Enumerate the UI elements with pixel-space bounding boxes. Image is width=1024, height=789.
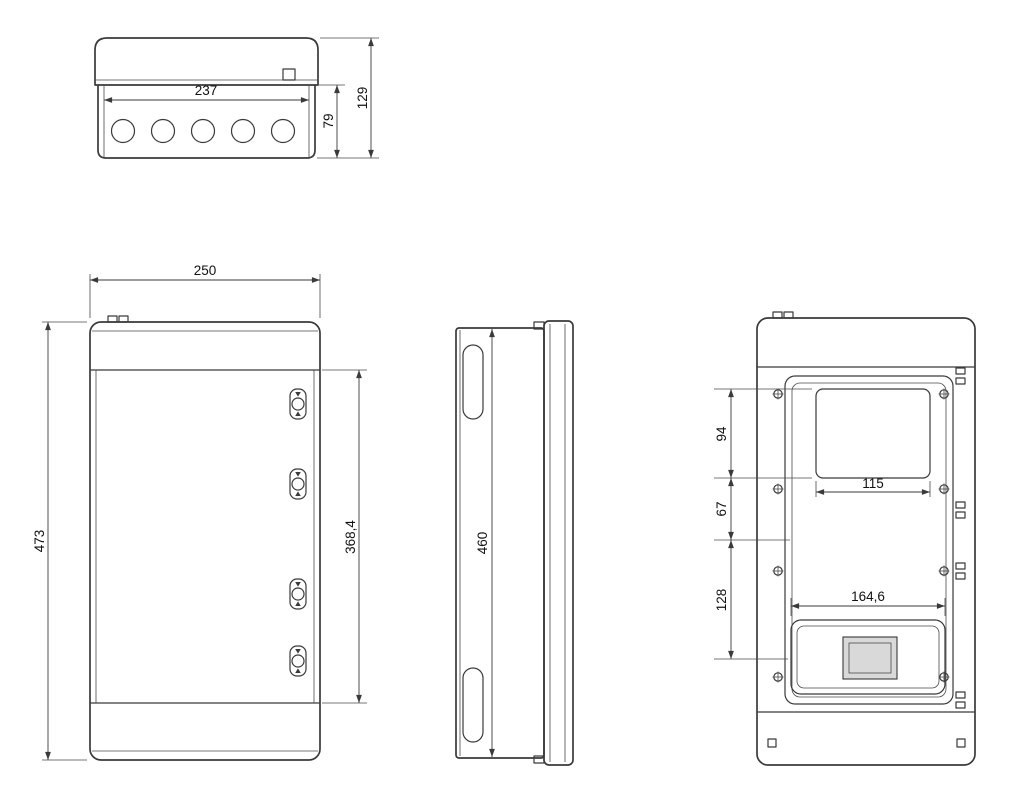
screw-icon	[772, 565, 784, 577]
enclosure-outline	[756, 317, 976, 766]
knockout-circle	[190, 118, 216, 144]
door-latch	[289, 388, 307, 420]
door-latch	[289, 578, 307, 610]
dim-top-inner-width: 237	[195, 83, 218, 98]
side-body-outline	[455, 327, 545, 759]
knockout-circle	[230, 118, 256, 144]
lid-latch-detail	[282, 68, 296, 81]
dim-front-width: 250	[194, 263, 217, 278]
clip-icon	[955, 562, 966, 580]
connector-cutout	[842, 636, 898, 680]
front-view: 250 473 368,4	[32, 263, 367, 761]
back-view: 94 67 128 115 164,6	[714, 311, 976, 766]
bottom-cutout	[790, 619, 946, 695]
knockout-circle	[150, 118, 176, 144]
mounting-slot-top	[462, 344, 484, 420]
screw-icon	[938, 388, 950, 400]
foot-detail	[956, 738, 966, 748]
mount-tab	[772, 311, 783, 319]
side-view: 460	[455, 320, 574, 766]
screw-icon	[938, 565, 950, 577]
screw-icon	[772, 483, 784, 495]
lid-outline	[94, 37, 319, 86]
mount-tab	[783, 311, 794, 319]
body-outline	[97, 85, 316, 159]
dim-back-seg-upper: 94	[714, 426, 729, 442]
door-lip-top	[533, 321, 545, 330]
mount-tab	[107, 315, 118, 323]
clip-icon	[955, 501, 966, 519]
dim-top-body-depth: 79	[321, 113, 336, 128]
dim-front-door-height: 368,4	[343, 520, 358, 554]
side-door-outline	[543, 320, 574, 766]
dim-back-seg-mid: 67	[714, 501, 729, 516]
inner-panel	[791, 382, 947, 698]
knockout-circle	[270, 118, 296, 144]
door-latch	[289, 645, 307, 677]
screw-icon	[772, 671, 784, 683]
enclosure-outline	[89, 321, 321, 761]
mounting-slot-bottom	[462, 667, 484, 743]
display-window	[815, 388, 931, 479]
dim-back-cutout-width: 164,6	[851, 589, 885, 604]
dim-top-total-depth: 129	[355, 87, 370, 110]
foot-detail	[767, 738, 777, 748]
clip-icon	[955, 367, 966, 385]
clip-icon	[955, 691, 966, 709]
dim-back-seg-lower: 128	[714, 589, 729, 612]
dim-side-height: 460	[475, 532, 490, 555]
mount-tab	[118, 315, 129, 323]
door-lip-bottom	[533, 755, 545, 764]
door-latch	[289, 468, 307, 500]
dim-front-height: 473	[32, 530, 47, 553]
screw-icon	[772, 388, 784, 400]
knockout-circle	[110, 118, 136, 144]
top-view: 237 79 129	[94, 37, 379, 159]
dim-back-window-width: 115	[862, 476, 884, 491]
screw-icon	[938, 483, 950, 495]
screw-icon	[938, 671, 950, 683]
